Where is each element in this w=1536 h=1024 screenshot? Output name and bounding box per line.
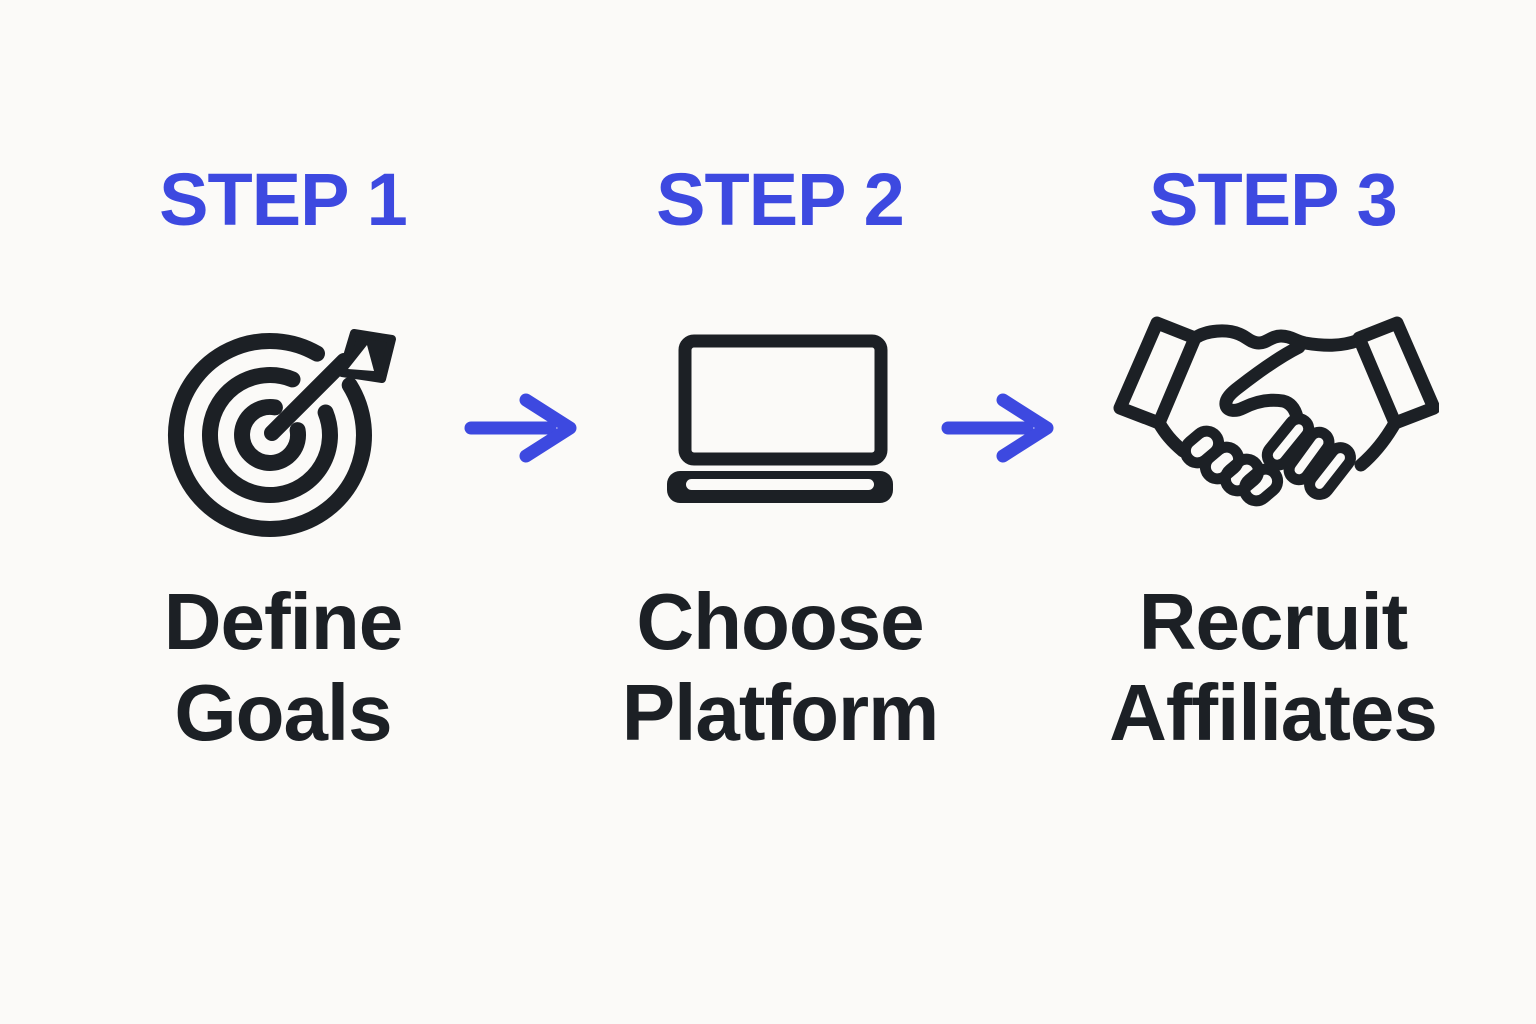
step-3-label: STEP 3 [1149,158,1398,241]
laptop-icon [550,288,1010,552]
target-icon [53,288,513,552]
step-3-column: STEP 3 [1043,0,1503,1024]
step-1-title-line2: Goals [174,668,392,757]
step-1-title-line1: Define [163,577,404,666]
step-1-title: Define Goals [53,576,513,758]
step-3-title-line2: Affiliates [1109,668,1438,757]
handshake-icon [1043,288,1503,552]
arrow-right-icon [464,392,582,464]
step-1-label: STEP 1 [159,158,408,241]
step-3-title: Recruit Affiliates [1043,576,1503,758]
step-2-title-line1: Choose [636,577,924,666]
step-2-title: Choose Platform [550,576,1010,758]
step-2-column: STEP 2 Choose Platform [550,0,1010,1024]
arrow-right-icon [941,392,1059,464]
step-2-title-line2: Platform [621,668,940,757]
step-3-title-line1: Recruit [1138,577,1409,666]
step-1-column: STEP 1 Define Goals [53,0,513,1024]
step-2-label: STEP 2 [656,158,905,241]
